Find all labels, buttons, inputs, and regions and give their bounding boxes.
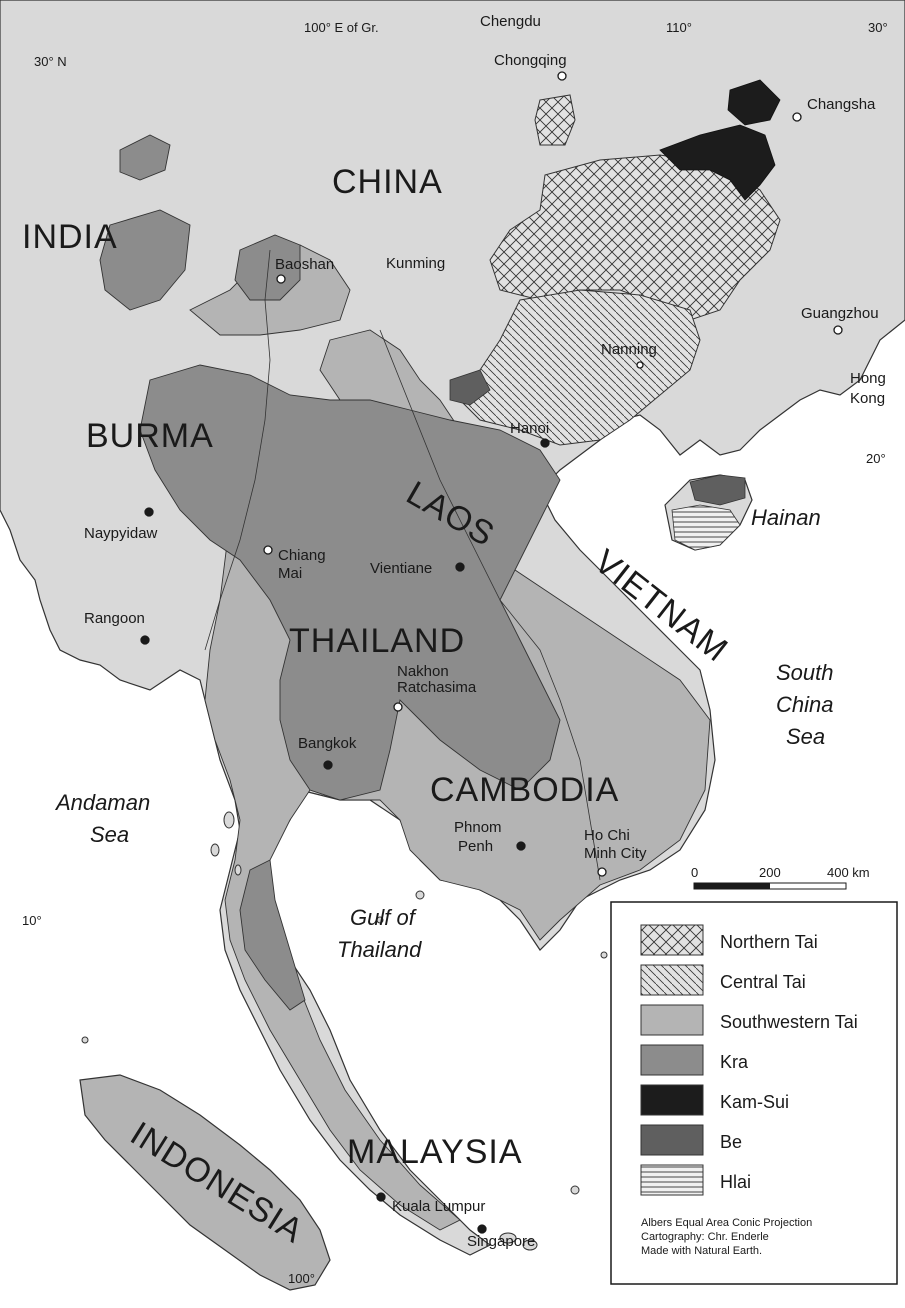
label-nanning: Nanning [601, 341, 657, 358]
legend-label: Be [720, 1132, 742, 1152]
region-kam-sui [659, 124, 776, 201]
label-baoshan: Baoshan [275, 256, 334, 273]
graticule-110e: 110° [666, 20, 692, 35]
label-hong-kong-1: Hong [850, 370, 886, 387]
label-singapore: Singapore [467, 1233, 535, 1250]
island-dots [81, 811, 608, 1251]
legend-item-southwestern-tai: Southwestern Tai [640, 1004, 858, 1036]
label-burma: BURMA [86, 417, 214, 455]
label-vientiane: Vientiane [370, 560, 432, 577]
label-gulf-1: Gulf of [350, 905, 418, 930]
label-hong-kong-2: Kong [850, 390, 885, 407]
region-be-mainland [449, 369, 491, 406]
legend-item-be: Be [640, 1124, 742, 1156]
label-south-china-1: South [776, 660, 834, 685]
label-chengdu: Chengdu [480, 13, 541, 30]
label-chongqing: Chongqing [494, 52, 567, 69]
label-south-china-2: China [776, 692, 833, 717]
label-hainan: Hainan [751, 505, 821, 530]
graticule-10n: 10° [22, 913, 42, 928]
label-rangoon: Rangoon [84, 610, 145, 627]
land-sumatra [79, 1074, 331, 1291]
label-phnom-penh-1: Phnom [454, 819, 502, 836]
legend: Northern Tai Central Tai Southwestern Ta… [610, 901, 898, 1285]
label-kuala-lumpur: Kuala Lumpur [392, 1198, 485, 1215]
label-hanoi: Hanoi [510, 420, 549, 437]
graticule-30n: 30° N [34, 54, 67, 69]
legend-item-kam-sui: Kam-Sui [640, 1084, 789, 1116]
graticule-100e: 100° E of Gr. [304, 20, 379, 35]
region-hlai [671, 504, 741, 551]
scale-bar: 0 200 400 km [691, 865, 870, 890]
label-thailand: THAILAND [289, 622, 465, 660]
legend-label: Southwestern Tai [720, 1012, 858, 1032]
label-andaman-2: Sea [90, 822, 129, 847]
legend-item-kra: Kra [640, 1044, 749, 1076]
label-chiang-mai-2: Mai [278, 565, 302, 582]
graticule-100-bottom: 100° [288, 1271, 315, 1286]
river-salween [204, 249, 271, 651]
label-hcmc-2: Minh City [584, 845, 647, 862]
label-south-china-3: Sea [786, 724, 825, 749]
legend-label: Hlai [720, 1172, 751, 1192]
city-markers [140, 71, 843, 1234]
legend-label: Kam-Sui [720, 1092, 789, 1112]
label-bangkok: Bangkok [298, 735, 357, 752]
label-kunming: Kunming [386, 255, 445, 272]
label-nakhon-1: Nakhon [397, 663, 449, 680]
label-phnom-penh-2: Penh [458, 838, 493, 855]
region-kra-northwest [99, 209, 191, 311]
scale-mid: 200 [759, 865, 781, 880]
label-china: CHINA [332, 163, 443, 201]
graticule-20n: 20° [866, 451, 886, 466]
river-mekong [379, 329, 601, 881]
label-hcmc-1: Ho Chi [584, 827, 630, 844]
region-kra-yunnan [234, 234, 301, 301]
scale-end: 400 km [827, 865, 870, 880]
legend-item-central-tai: Central Tai [640, 964, 806, 996]
region-kra-patch [119, 134, 171, 181]
label-chiang-mai-1: Chiang [278, 547, 326, 564]
legend-label: Central Tai [720, 972, 806, 992]
legend-item-northern-tai: Northern Tai [640, 924, 818, 956]
region-kam-sui-north [727, 79, 781, 126]
label-gulf-2: Thailand [337, 937, 422, 962]
legend-credit-projection: Albers Equal Area Conic Projection [641, 1217, 812, 1229]
legend-label: Kra [720, 1052, 749, 1072]
label-changsha: Changsha [807, 96, 876, 113]
region-kra-southern [239, 859, 306, 1011]
legend-credit-source: Made with Natural Earth. [641, 1245, 762, 1257]
region-be [689, 474, 746, 506]
graticule-30-right: 30° [868, 20, 888, 35]
region-kra [139, 364, 561, 801]
label-india: INDIA [22, 218, 118, 256]
legend-credit-cartography: Cartography: Chr. Enderle [641, 1231, 769, 1243]
region-northern-tai-small [534, 94, 576, 146]
label-guangzhou: Guangzhou [801, 305, 879, 322]
label-andaman-1: Andaman [54, 790, 150, 815]
label-nakhon-2: Ratchasima [397, 679, 477, 696]
label-cambodia: CAMBODIA [430, 771, 619, 809]
label-naypyidaw: Naypyidaw [84, 525, 158, 542]
legend-label: Northern Tai [720, 932, 818, 952]
legend-item-hlai: Hlai [640, 1164, 751, 1196]
scale-zero: 0 [691, 865, 698, 880]
label-malaysia: MALAYSIA [347, 1133, 523, 1171]
